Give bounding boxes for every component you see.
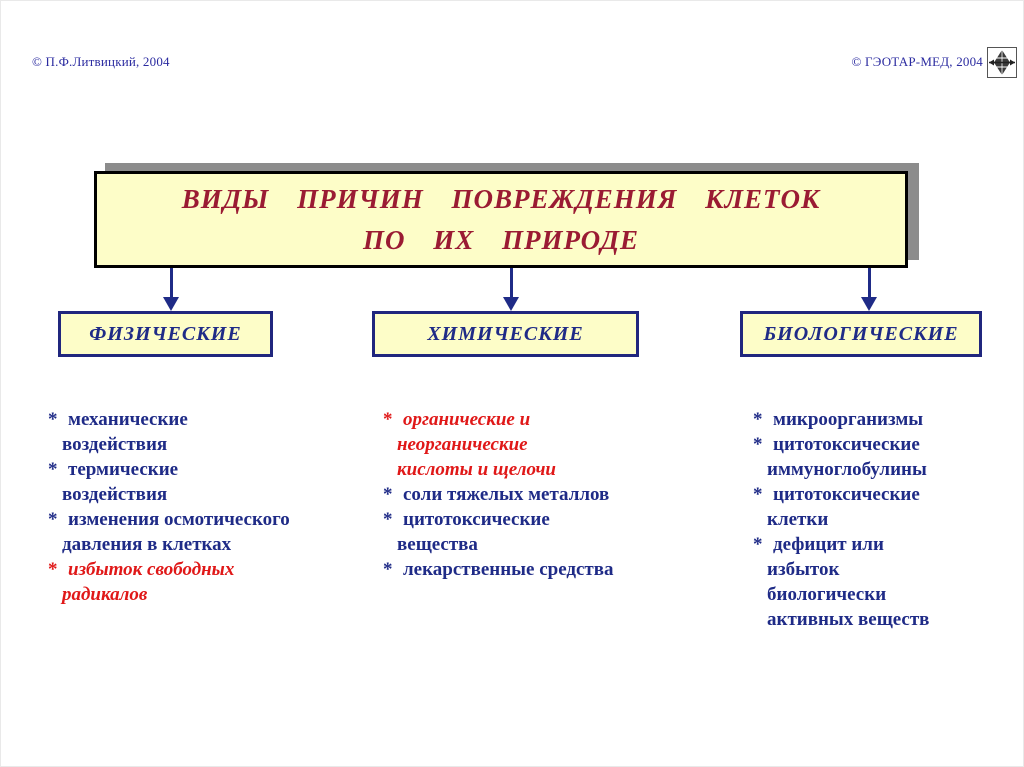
list-item-text: изменения осмотического <box>68 509 290 530</box>
bullet-asterisk: * <box>383 509 393 530</box>
bullet-asterisk: * <box>753 434 763 455</box>
list-item-text: избыток свободных <box>68 559 235 580</box>
bullet-asterisk: * <box>383 559 393 580</box>
list-item-line: * избыток свободных <box>48 557 378 582</box>
list-item-text: лекарственные средства <box>403 559 614 580</box>
list-item-line: * цитотоксические <box>383 507 683 532</box>
list-physical: * механические воздействия * термические в… <box>48 407 378 607</box>
arrow-head <box>163 297 179 311</box>
geotar-med-logo-icon <box>987 47 1017 78</box>
list-item-text: воздействия <box>62 434 168 455</box>
list-item-line: * соли тяжелых металлов <box>383 482 683 507</box>
list-item-line: кислоты и щелочи <box>383 457 683 482</box>
list-biological: * микроорганизмы * цитотоксические иммуног… <box>753 407 1019 632</box>
list-item-text: давления в клетках <box>62 534 232 555</box>
list-item-text: активных веществ <box>767 609 930 630</box>
copyright-right: © ГЭОТАР-МЕД, 2004 <box>851 54 983 69</box>
list-item-line: активных веществ <box>753 607 1019 632</box>
arrow-stem <box>509 268 513 297</box>
list-item-line: * механические <box>48 407 378 432</box>
list-item-line: * микроорганизмы <box>753 407 1019 432</box>
list-item-line: воздействия <box>48 482 378 507</box>
arrow-head <box>503 297 519 311</box>
arrow-down-chemical-icon <box>503 268 519 311</box>
list-item-line: радикалов <box>48 582 378 607</box>
list-item-text: воздействия <box>62 484 168 505</box>
list-item-text: цитотоксические <box>773 484 920 505</box>
list-item-line: * термические <box>48 457 378 482</box>
list-item-text: радикалов <box>62 584 148 605</box>
arrow-down-biological-icon <box>861 268 877 311</box>
bullet-asterisk: * <box>48 509 58 530</box>
list-item-line: клетки <box>753 507 1019 532</box>
list-item-text: цитотоксические <box>403 509 550 530</box>
category-box-chemical: ХИМИЧЕСКИЕ <box>372 311 639 357</box>
title-box: ВИДЫ ПРИЧИН ПОВРЕЖДЕНИЯ КЛЕТОК ПО ИХ ПРИ… <box>94 171 908 268</box>
arrow-down-physical-icon <box>163 268 179 311</box>
list-item-text: иммуноглобулины <box>767 459 927 480</box>
list-item-text: термические <box>68 459 179 480</box>
bullet-asterisk: * <box>383 409 393 430</box>
list-item-line: давления в клетках <box>48 532 378 557</box>
list-item-line: иммуноглобулины <box>753 457 1019 482</box>
category-box-physical: ФИЗИЧЕСКИЕ <box>58 311 273 357</box>
title-line-1: ВИДЫ ПРИЧИН ПОВРЕЖДЕНИЯ КЛЕТОК <box>181 183 821 214</box>
list-item-text: цитотоксические <box>773 434 920 455</box>
list-item-line: * органические и <box>383 407 683 432</box>
bullet-asterisk: * <box>48 409 58 430</box>
list-item-text: дефицит или <box>773 534 884 555</box>
title-line-2: ПО ИХ ПРИРОДЕ <box>363 224 639 255</box>
arrow-stem <box>169 268 173 297</box>
copyright-left: © П.Ф.Литвицкий, 2004 <box>32 54 170 69</box>
list-item-text: клетки <box>767 509 829 530</box>
bullet-asterisk: * <box>383 484 393 505</box>
list-item-line: * цитотоксические <box>753 482 1019 507</box>
arrow-head <box>861 297 877 311</box>
list-item-text: кислоты и щелочи <box>397 459 556 480</box>
category-box-biological: БИОЛОГИЧЕСКИЕ <box>740 311 982 357</box>
bullet-asterisk: * <box>48 559 58 580</box>
list-item-text: вещества <box>397 534 478 555</box>
list-item-line: биологически <box>753 582 1019 607</box>
list-item-text: соли тяжелых металлов <box>403 484 610 505</box>
bullet-asterisk: * <box>753 484 763 505</box>
list-item-text: неорганические <box>397 434 528 455</box>
bullet-asterisk: * <box>753 409 763 430</box>
list-item-line: * дефицит или <box>753 532 1019 557</box>
list-item-text: избыток <box>767 559 840 580</box>
list-item-text: биологически <box>767 584 887 605</box>
list-item-line: вещества <box>383 532 683 557</box>
list-item-line: * изменения осмотического <box>48 507 378 532</box>
list-item-text: органические и <box>403 409 531 430</box>
list-item-line: неорганические <box>383 432 683 457</box>
list-chemical: * органические и неорганические кислоты и… <box>383 407 683 582</box>
arrow-stem <box>867 268 871 297</box>
list-item-line: * цитотоксические <box>753 432 1019 457</box>
list-item-line: воздействия <box>48 432 378 457</box>
bullet-asterisk: * <box>753 534 763 555</box>
list-item-line: * лекарственные средства <box>383 557 683 582</box>
list-item-line: избыток <box>753 557 1019 582</box>
list-item-text: механические <box>68 409 188 430</box>
list-item-text: микроорганизмы <box>773 409 924 430</box>
bullet-asterisk: * <box>48 459 58 480</box>
